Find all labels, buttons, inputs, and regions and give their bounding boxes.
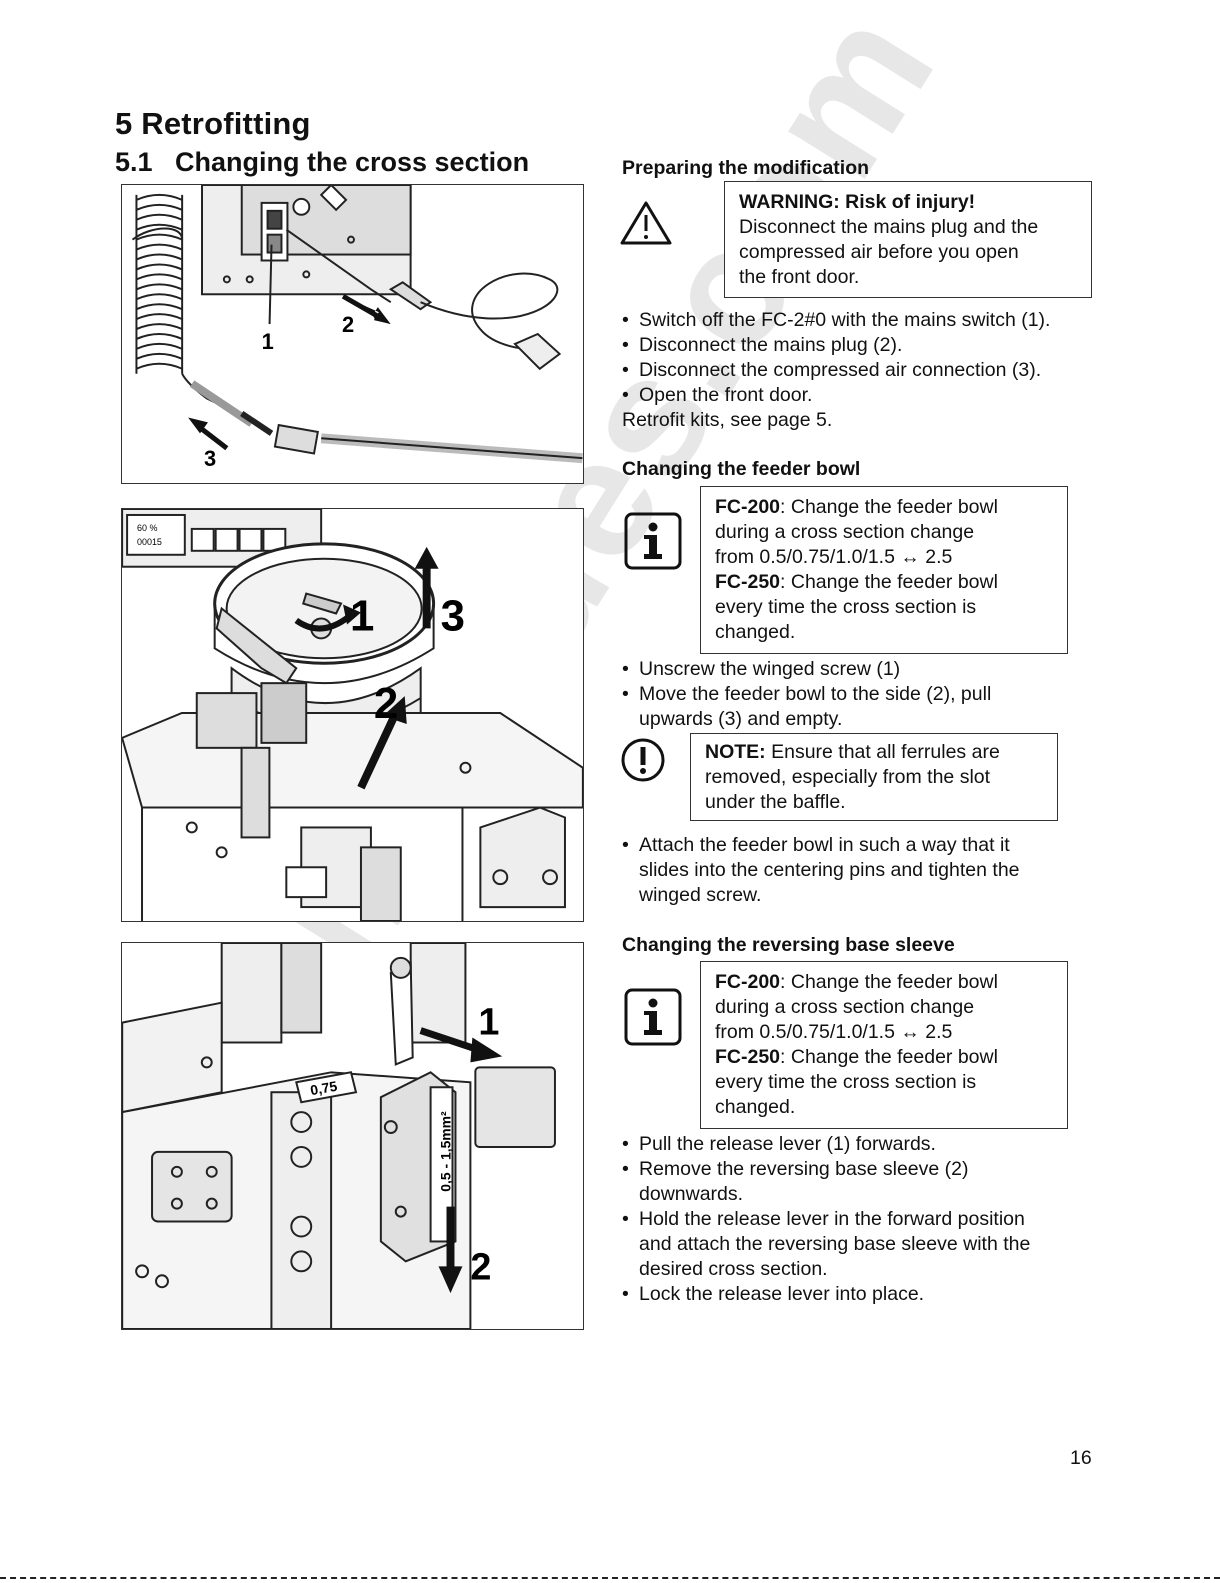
callout-1: 1 (262, 329, 274, 354)
section-title: Changing the cross section (175, 147, 530, 177)
figure-reversing-base-sleeve: 0,75 0,5 - 1,5mm² 1 2 (121, 942, 584, 1330)
note-box: NOTE: Ensure that all ferrules are remov… (690, 733, 1058, 821)
sleeve-step-4: Lock the release lever into place. (622, 1282, 1102, 1307)
warning-line-2: compressed air before you open (739, 241, 1019, 263)
fc250-line-2: every time the cross section is (715, 1071, 977, 1093)
figure-2-drawing: 60 % 00015 1 2 3 (122, 509, 583, 921)
fc250-text: : Change the feeder bowl (780, 1046, 998, 1068)
fc200-line-3: from 0.5/0.75/1.0/1.5 ↔ 2.5 (715, 1021, 953, 1043)
callout-2: 2 (470, 1246, 491, 1288)
figure-feeder-bowl: 60 % 00015 1 2 3 (121, 508, 584, 922)
page-bottom-edge (0, 1577, 1220, 1579)
figure-3-drawing: 0,75 0,5 - 1,5mm² 1 2 (122, 943, 556, 1329)
feeder-steps: Unscrew the winged screw (1) Move the fe… (622, 657, 1102, 732)
fc200-line-3: from 0.5/0.75/1.0/1.5 ↔ 2.5 (715, 546, 953, 568)
callout-3: 3 (441, 591, 465, 640)
sleeve-step-3-cont-2: desired cross section. (639, 1258, 828, 1280)
note-exclamation-icon (621, 738, 665, 782)
note-line-1: Ensure that all ferrules are (765, 741, 1000, 763)
callout-1: 1 (350, 591, 374, 640)
feeder-title-block: Changing the feeder bowl (622, 457, 1102, 482)
info-icon (624, 988, 682, 1046)
prep-heading: Preparing the modification (622, 157, 870, 179)
warning-line-3: the front door. (739, 266, 860, 288)
fc200-label: FC-200 (715, 496, 781, 518)
feeder-info-box: FC-200: Change the feeder bowl during a … (700, 486, 1068, 654)
prep-steps: Switch off the FC-2#0 with the mains swi… (622, 308, 1102, 433)
sleeve-step-2: Remove the reversing base sleeve (2) (622, 1157, 1102, 1182)
prep-step-4: Open the front door. (622, 383, 1102, 408)
note-label: NOTE: (705, 741, 766, 763)
feeder-step-3-cont-1: slides into the centering pins and tight… (639, 859, 1020, 881)
callout-2: 2 (342, 312, 354, 337)
display-value-1: 60 % (137, 523, 157, 533)
callout-3: 3 (204, 446, 216, 471)
callout-2: 2 (374, 679, 398, 728)
sleeve-label-range: 0,5 - 1,5mm² (437, 1111, 453, 1192)
sleeve-step-2-cont: downwards. (639, 1183, 744, 1205)
fc250-line-3: changed. (715, 621, 796, 643)
sleeve-step-1: Pull the release lever (1) forwards. (622, 1132, 1102, 1157)
fc250-line-2: every time the cross section is (715, 596, 977, 618)
fc250-line-3: changed. (715, 1096, 796, 1118)
sleeve-title-block: Changing the reversing base sleeve (622, 933, 1102, 958)
sleeve-steps: Pull the release lever (1) forwards. Rem… (622, 1132, 1102, 1307)
sleeve-label-075: 0,75 (309, 1078, 339, 1099)
feeder-step-3: Attach the feeder bowl in such a way tha… (622, 833, 1102, 858)
warning-box: WARNING: Risk of injury! Disconnect the … (724, 181, 1092, 298)
prep-title: Preparing the modification (622, 156, 1102, 181)
display-value-2: 00015 (137, 537, 162, 547)
feeder-heading: Changing the feeder bowl (622, 458, 861, 480)
note-line-2: removed, especially from the slot (705, 766, 991, 788)
figure-power-air-connections: 1 2 3 (121, 184, 584, 484)
note-line-3: under the baffle. (705, 791, 846, 813)
fc250-text: : Change the feeder bowl (780, 571, 998, 593)
page-number: 16 (1070, 1447, 1092, 1469)
fc200-label: FC-200 (715, 971, 781, 993)
callout-1: 1 (478, 1002, 499, 1044)
fc200-text: : Change the feeder bowl (780, 496, 998, 518)
fc200-line-2: during a cross section change (715, 521, 975, 543)
warning-triangle-icon (620, 201, 672, 245)
prep-step-1: Switch off the FC-2#0 with the mains swi… (622, 308, 1102, 333)
feeder-step-1: Unscrew the winged screw (1) (622, 657, 1102, 682)
warning-title: WARNING: Risk of injury! (739, 191, 976, 213)
prep-step-2: Disconnect the mains plug (2). (622, 333, 1102, 358)
sleeve-heading: Changing the reversing base sleeve (622, 934, 955, 956)
fc250-label: FC-250 (715, 571, 781, 593)
section-heading: 5.1 Changing the cross section (115, 147, 529, 178)
feeder-steps-2: Attach the feeder bowl in such a way tha… (622, 833, 1102, 908)
section-number: 5.1 (115, 147, 153, 177)
feeder-step-2: Move the feeder bowl to the side (2), pu… (622, 682, 1102, 707)
fc200-text: : Change the feeder bowl (780, 971, 998, 993)
retrofit-kits-note: Retrofit kits, see page 5. (622, 409, 833, 431)
chapter-heading: 5 Retrofitting (115, 106, 311, 141)
feeder-step-2-cont: upwards (3) and empty. (639, 708, 843, 730)
sleeve-step-3: Hold the release lever in the forward po… (622, 1207, 1102, 1232)
info-icon (624, 512, 682, 570)
warning-line-1: Disconnect the mains plug and the (739, 216, 1039, 238)
feeder-step-3-cont-2: winged screw. (639, 884, 762, 906)
figure-1-drawing: 1 2 3 (131, 185, 583, 471)
fc250-label: FC-250 (715, 1046, 781, 1068)
fc200-line-2: during a cross section change (715, 996, 975, 1018)
sleeve-step-3-cont-1: and attach the reversing base sleeve wit… (639, 1233, 1031, 1255)
sleeve-info-box: FC-200: Change the feeder bowl during a … (700, 961, 1068, 1129)
prep-step-3: Disconnect the compressed air connection… (622, 358, 1102, 383)
